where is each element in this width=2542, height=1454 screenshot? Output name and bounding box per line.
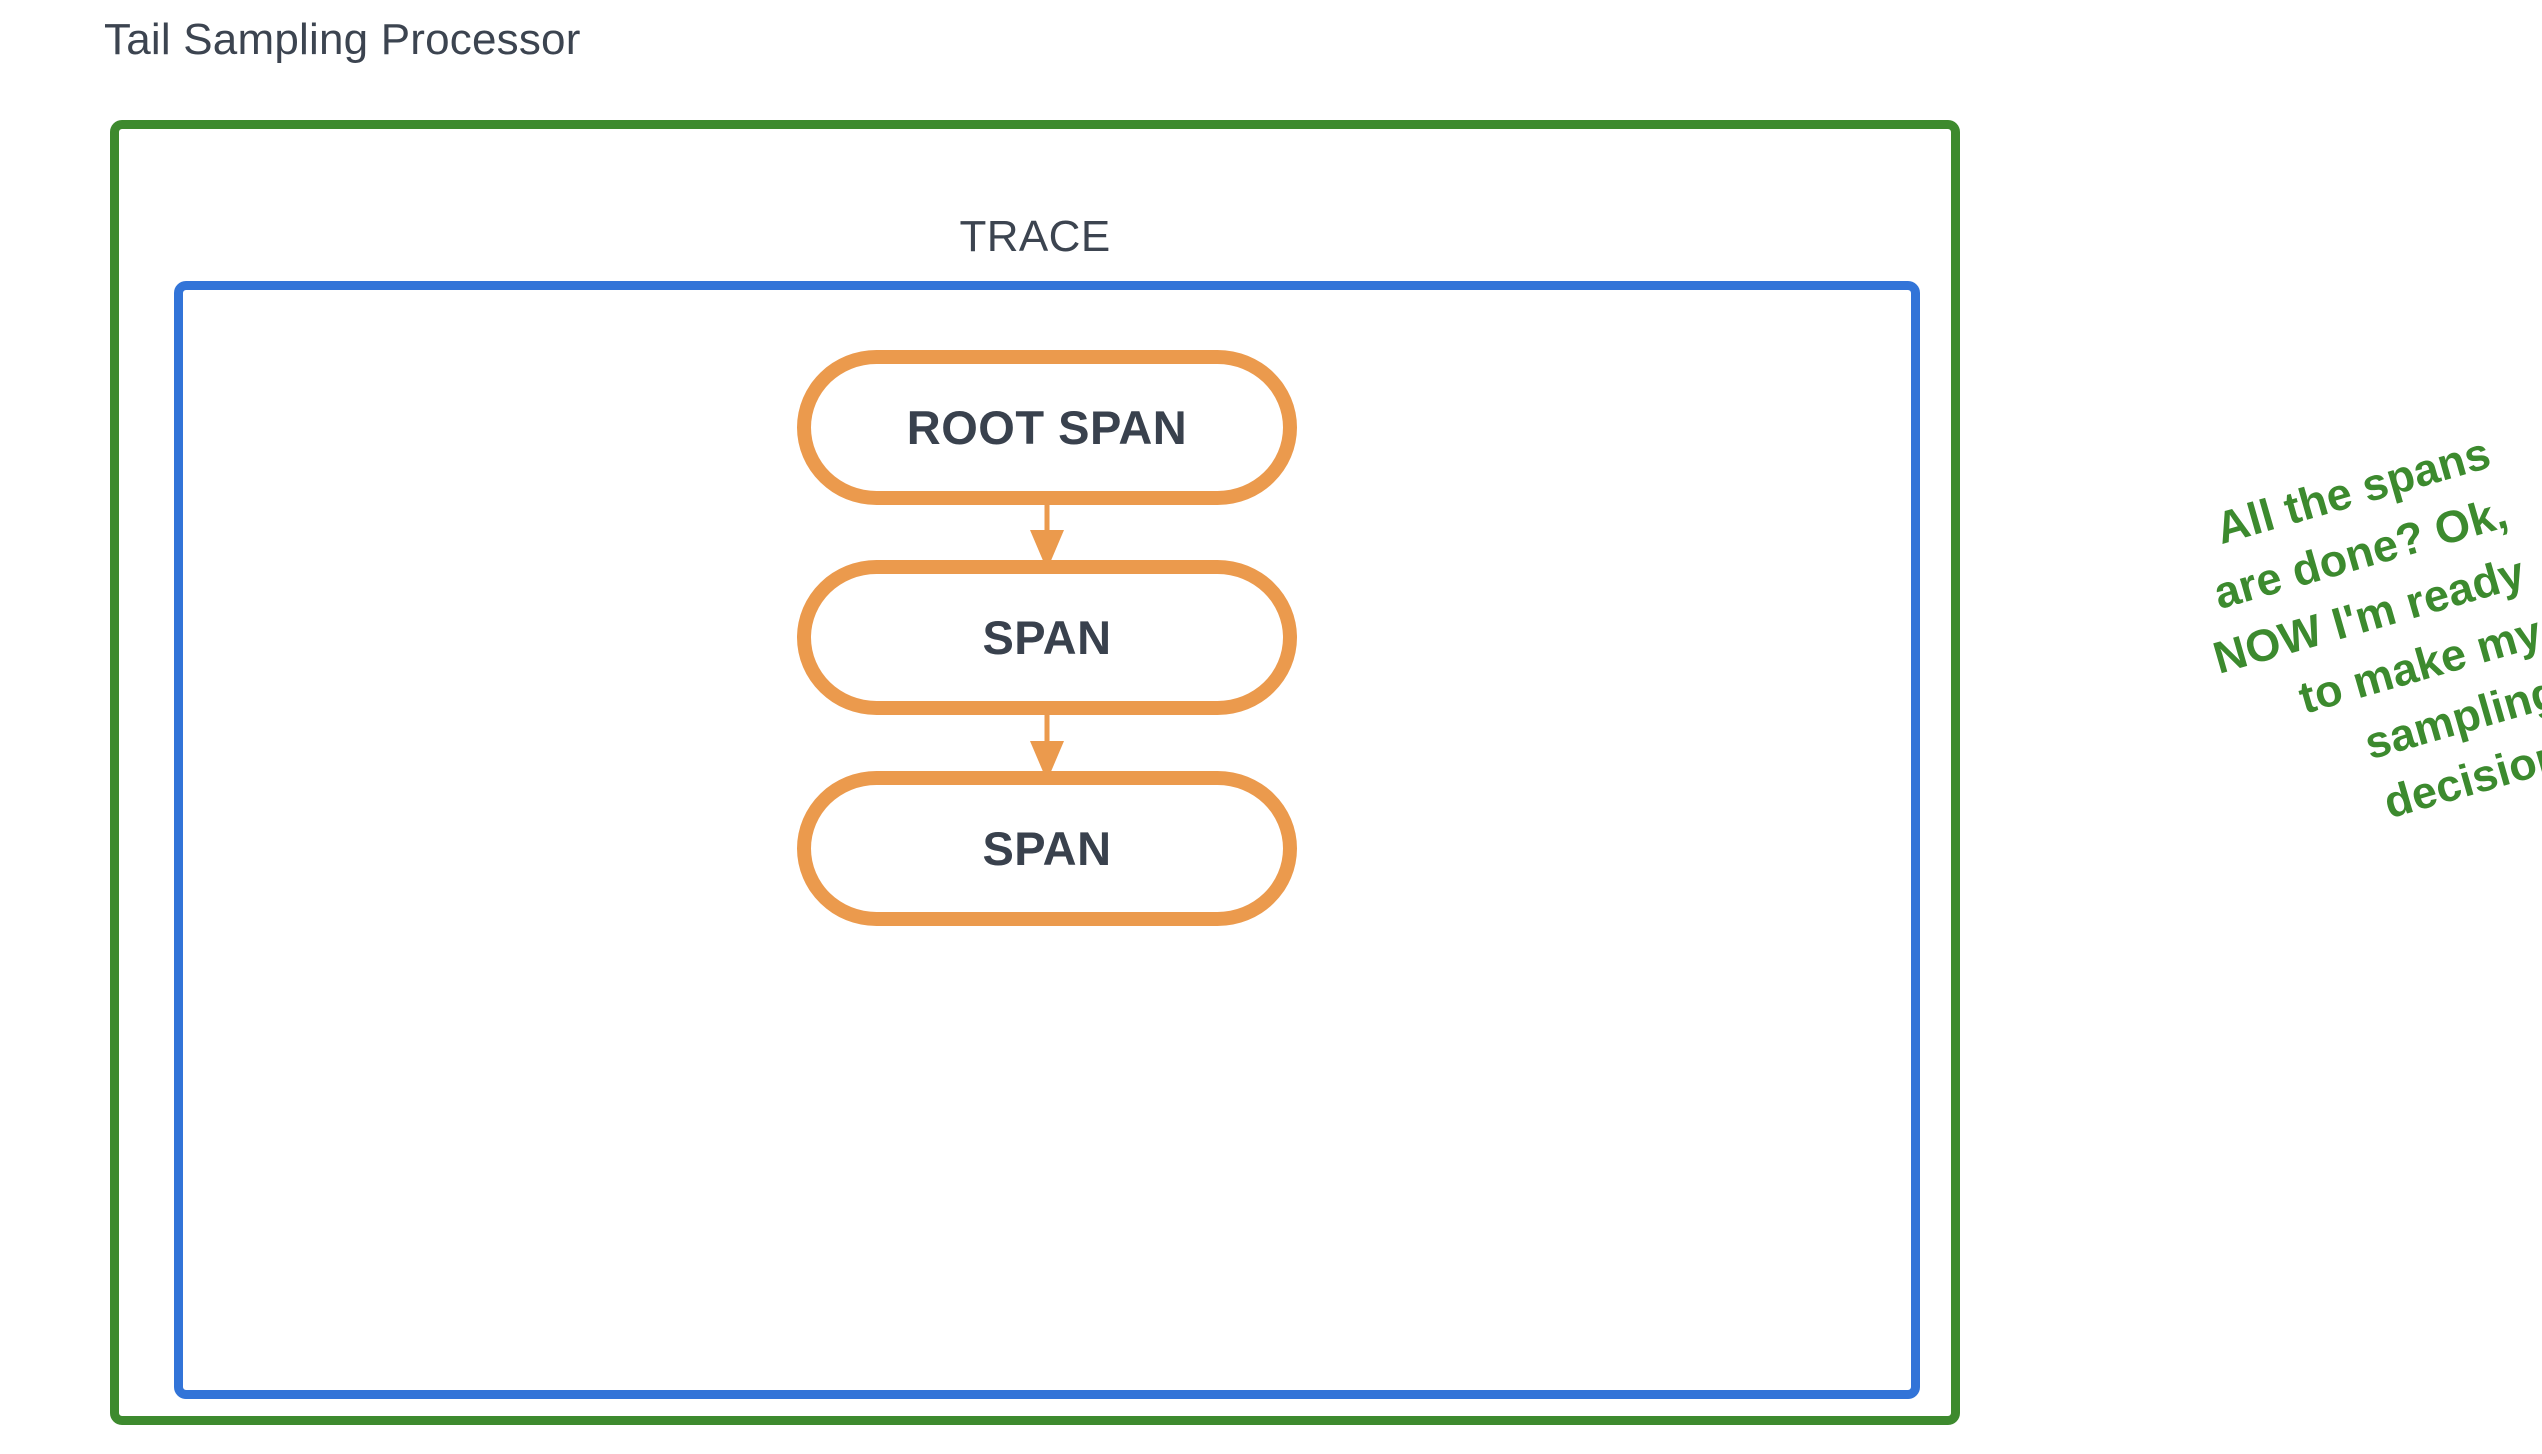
- arrow-span-1-to-span-2-icon: [1017, 713, 1077, 781]
- span-node-label: ROOT SPAN: [906, 400, 1188, 454]
- arrow-root-to-span-1-icon: [1017, 502, 1077, 570]
- sampling-decision-annotation: All the spans are done? Ok, NOW I'm read…: [1971, 422, 2542, 926]
- trace-box: ROOT SPAN SPAN SPAN: [174, 281, 1920, 1399]
- trace-label: TRACE: [959, 212, 1111, 261]
- tail-sampling-processor-box: TRACE ROOT SPAN SPAN SPAN: [110, 120, 1960, 1425]
- arrow-shaft: [1044, 713, 1050, 743]
- page-title: Tail Sampling Processor: [104, 15, 581, 64]
- span-node-2[interactable]: SPAN: [797, 771, 1297, 926]
- span-node-label: SPAN: [982, 610, 1112, 664]
- span-node-label: SPAN: [982, 821, 1112, 875]
- span-node-root[interactable]: ROOT SPAN: [797, 350, 1297, 505]
- span-stack: ROOT SPAN SPAN SPAN: [183, 290, 1911, 1390]
- arrow-shaft: [1044, 502, 1050, 532]
- span-node-1[interactable]: SPAN: [797, 560, 1297, 715]
